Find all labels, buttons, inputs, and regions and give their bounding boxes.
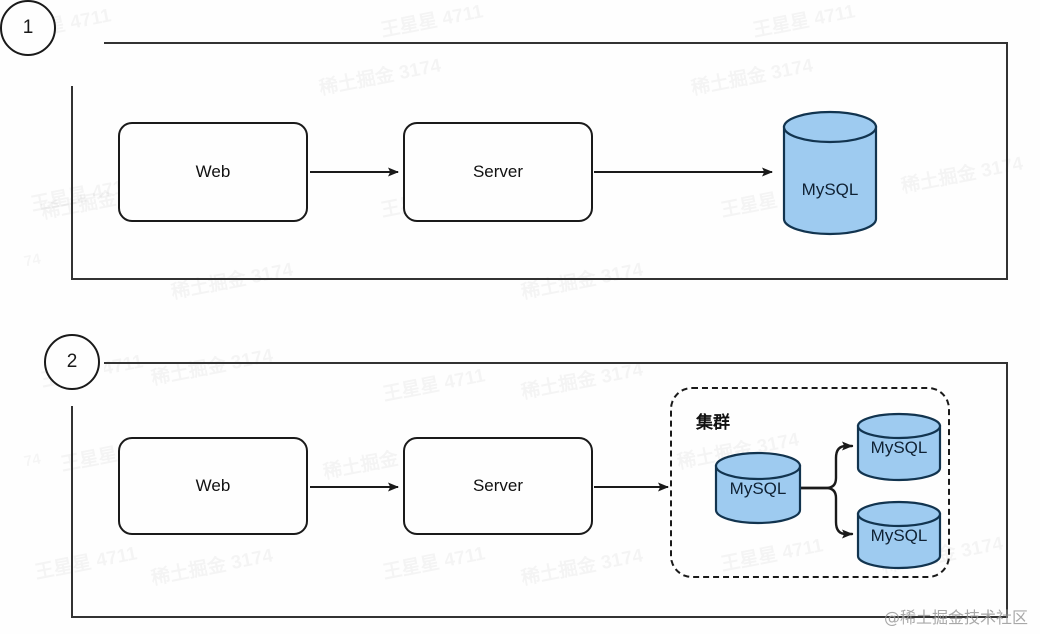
panel-1-frame	[71, 42, 1008, 280]
panel-1-badge-mask	[62, 34, 104, 86]
panel-1-node-web[interactable]: Web	[118, 122, 308, 222]
panel-2-node-server[interactable]: Server	[403, 437, 593, 535]
panel-2-frame	[71, 362, 1008, 618]
panel-2-node-web-label: Web	[195, 476, 231, 495]
site-credit: @稀土掘金技术社区	[883, 608, 1028, 627]
cluster-group	[670, 387, 950, 578]
panel-2-node-web[interactable]: Web	[118, 437, 308, 535]
panel-2-node-server-label: Server	[472, 476, 524, 495]
panel-1-node-server-label: Server	[472, 162, 524, 181]
panel-2-badge: 2	[44, 334, 100, 390]
panel-1-badge: 1	[0, 0, 56, 56]
panel-2-badge-label: 2	[66, 351, 78, 372]
cluster-label: 集群	[696, 413, 730, 433]
panel-1-badge-label: 1	[22, 17, 34, 38]
watermark-text: 74	[23, 251, 43, 271]
cluster-database-primary[interactable]: MySQL	[714, 451, 802, 526]
cluster-database-replica-2[interactable]: MySQL	[856, 500, 942, 571]
cluster-database-replica-1[interactable]: MySQL	[856, 412, 942, 483]
panel-1-node-web-label: Web	[195, 162, 231, 181]
watermark-text: 王星星 4711	[750, 0, 857, 43]
panel-1-node-server[interactable]: Server	[403, 122, 593, 222]
watermark-text: 74	[23, 451, 43, 471]
watermark-text: 王星星 4711	[378, 0, 485, 43]
panel-1-database-mysql[interactable]: MySQL	[782, 110, 878, 236]
